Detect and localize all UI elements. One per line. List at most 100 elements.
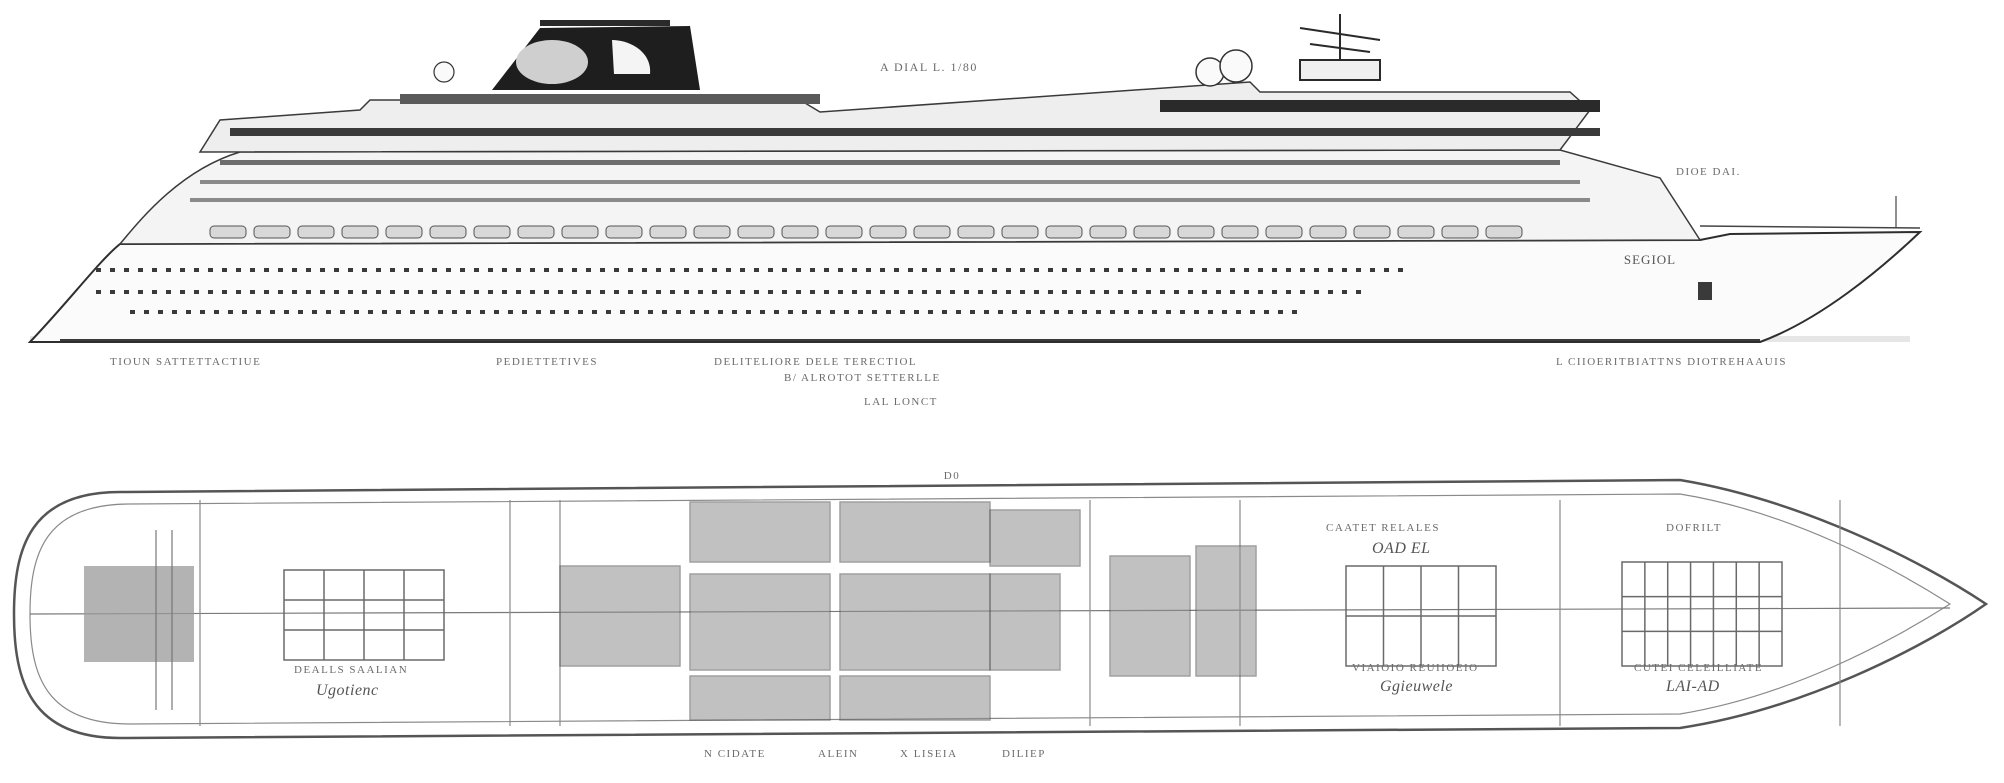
porthole [208, 268, 213, 272]
porthole [698, 268, 703, 272]
porthole [1216, 268, 1221, 272]
band-2 [220, 160, 1560, 165]
porthole [796, 268, 801, 272]
lifeboat [209, 225, 247, 239]
porthole [264, 268, 269, 272]
porthole [684, 290, 689, 294]
porthole [796, 290, 801, 294]
porthole [1054, 310, 1059, 314]
porthole [1188, 268, 1193, 272]
porthole [1202, 290, 1207, 294]
porthole [1012, 310, 1017, 314]
porthole [690, 310, 695, 314]
porthole [1076, 290, 1081, 294]
porthole [1258, 290, 1263, 294]
porthole [754, 290, 759, 294]
porthole [110, 290, 115, 294]
plan-top-label: D0 [943, 470, 961, 482]
porthole [236, 290, 241, 294]
lifeboat [1089, 225, 1127, 239]
porthole [964, 268, 969, 272]
porthole [1020, 290, 1025, 294]
lifeboat [473, 225, 511, 239]
porthole [1110, 310, 1115, 314]
porthole [858, 310, 863, 314]
porthole [1244, 268, 1249, 272]
porthole [998, 310, 1003, 314]
porthole [810, 268, 815, 272]
porthole [460, 290, 465, 294]
side-profile: SEGIOL [27, 14, 1923, 343]
porthole [186, 310, 191, 314]
bow-rail [1699, 225, 1921, 229]
porthole [992, 268, 997, 272]
porthole [760, 310, 765, 314]
lifeboat [869, 225, 907, 239]
porthole [96, 268, 101, 272]
porthole [1020, 268, 1025, 272]
lifeboat [913, 225, 951, 239]
porthole [950, 268, 955, 272]
porthole [404, 268, 409, 272]
porthole [872, 310, 877, 314]
porthole [558, 290, 563, 294]
porthole [628, 290, 633, 294]
porthole [936, 290, 941, 294]
porthole [746, 310, 751, 314]
porthole [362, 268, 367, 272]
porthole [1250, 310, 1255, 314]
porthole [662, 310, 667, 314]
plan-bottom-4: DILIEP [1002, 748, 1046, 760]
porthole [642, 290, 647, 294]
porthole [1202, 268, 1207, 272]
porthole [1034, 290, 1039, 294]
porthole [1118, 268, 1123, 272]
plan-inner-outline [29, 493, 1952, 725]
porthole [368, 310, 373, 314]
plan-left-block-2: Ugotienc [316, 682, 379, 699]
porthole [396, 310, 401, 314]
band-1 [230, 128, 1600, 136]
porthole [908, 290, 913, 294]
profile-label-mid-3: LAL LONCT [864, 396, 938, 408]
porthole [180, 268, 185, 272]
porthole [166, 268, 171, 272]
lifeboat [957, 225, 995, 239]
plan-left-block-1: DEALLS SAALIAN [294, 664, 409, 676]
porthole [208, 290, 213, 294]
porthole [648, 310, 653, 314]
lifeboat [825, 225, 863, 239]
porthole [326, 310, 331, 314]
porthole [96, 290, 101, 294]
lifeboat [297, 225, 335, 239]
porthole [1230, 290, 1235, 294]
porthole [424, 310, 429, 314]
porthole [600, 290, 605, 294]
engine-block [1109, 555, 1191, 677]
porthole [774, 310, 779, 314]
porthole [712, 268, 717, 272]
porthole [1090, 268, 1095, 272]
lifeboat [1221, 225, 1259, 239]
band-3 [200, 180, 1580, 184]
radar-dome-3 [433, 61, 455, 83]
porthole [1040, 310, 1045, 314]
engine-block [689, 573, 831, 671]
porthole-rows [96, 268, 1403, 314]
porthole [194, 290, 199, 294]
porthole [1048, 290, 1053, 294]
porthole [306, 290, 311, 294]
porthole [1104, 268, 1109, 272]
porthole [334, 290, 339, 294]
lifeboat [1001, 225, 1039, 239]
engine-block [689, 675, 831, 721]
porthole [474, 268, 479, 272]
porthole [376, 290, 381, 294]
porthole [270, 310, 275, 314]
porthole [992, 290, 997, 294]
engine-block [989, 573, 1061, 671]
porthole [130, 310, 135, 314]
porthole [110, 268, 115, 272]
porthole [502, 268, 507, 272]
